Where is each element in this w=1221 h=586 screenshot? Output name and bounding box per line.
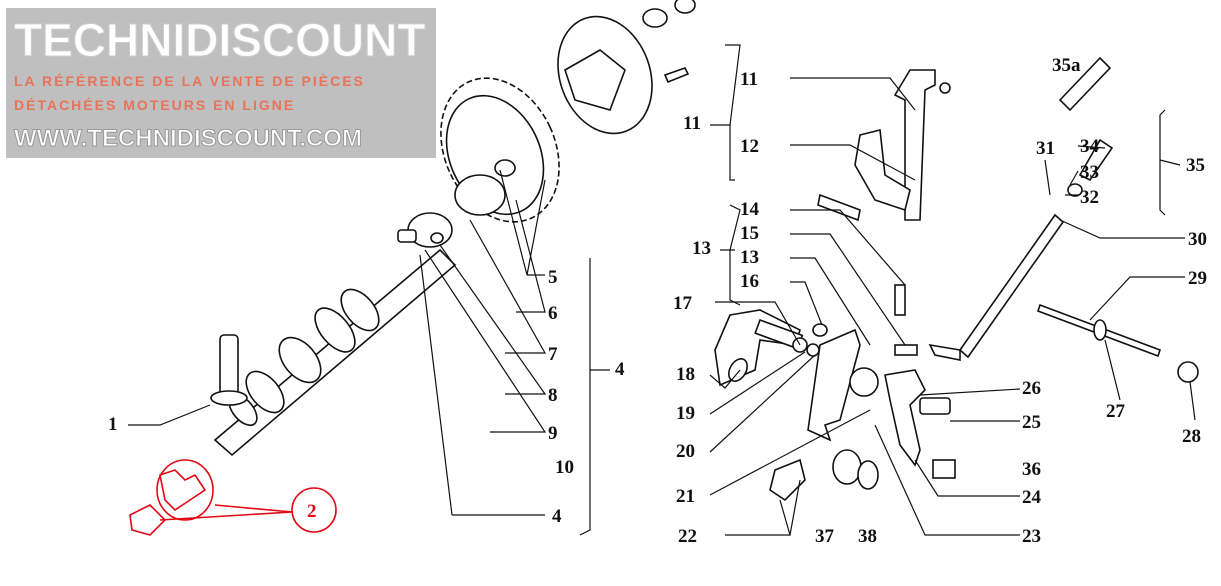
highlighted-part-2 <box>129 459 337 536</box>
label-32: 32 <box>1080 187 1099 208</box>
pad <box>932 459 956 479</box>
nut <box>1067 183 1083 197</box>
bolt <box>894 284 906 316</box>
governor-plate <box>557 0 696 135</box>
label-24: 24 <box>1022 487 1042 508</box>
watermark-url: WWW.TECHNIDISCOUNT.COM <box>14 125 362 152</box>
label-13: 13 <box>740 247 759 268</box>
label-27: 27 <box>1106 401 1126 422</box>
label-7: 7 <box>548 344 558 365</box>
circlip <box>857 460 879 490</box>
nut <box>1177 361 1199 383</box>
label-11: 11 <box>740 69 758 90</box>
key <box>397 229 417 243</box>
bracket-assembly <box>714 309 828 387</box>
label-18: 18 <box>676 364 695 385</box>
cam-gear <box>440 77 560 223</box>
lever <box>884 369 926 467</box>
label-21: 21 <box>676 486 695 507</box>
watermark-brand: TECHNIDISCOUNT <box>14 14 425 66</box>
washer <box>1093 319 1107 341</box>
label-25: 25 <box>1022 412 1041 433</box>
label-34: 34 <box>1080 136 1100 157</box>
tappet <box>210 334 248 406</box>
governor-lever <box>817 69 951 222</box>
label-37: 37 <box>815 526 835 547</box>
label-6: 6 <box>548 303 558 324</box>
label-35a: 35a <box>1052 55 1081 76</box>
label-8: 8 <box>548 385 558 406</box>
label-1: 1 <box>108 414 118 435</box>
screw <box>919 397 951 415</box>
label-16: 16 <box>740 271 759 292</box>
sleeve <box>1058 56 1112 112</box>
label-23: 23 <box>1022 526 1041 547</box>
watermark-line2: DÉTACHÉES MOTEURS EN LIGNE <box>14 97 295 113</box>
label-13: 13 <box>692 238 711 259</box>
label-10: 10 <box>555 457 574 478</box>
label-30: 30 <box>1188 229 1207 250</box>
label-22: 22 <box>678 526 697 547</box>
bolt <box>894 344 918 356</box>
plate <box>807 328 861 442</box>
label-15: 15 <box>740 223 759 244</box>
label-38: 38 <box>858 526 877 547</box>
label-4: 4 <box>552 506 562 527</box>
leader-lines <box>128 44 1196 536</box>
label-14: 14 <box>740 199 760 220</box>
label-2: 2 <box>307 501 317 522</box>
rod <box>958 213 1065 359</box>
label-26: 26 <box>1022 378 1041 399</box>
rod-end <box>928 343 961 361</box>
part-2-callout-circle <box>291 487 337 533</box>
watermark-line1: LA RÉFÉRENCE DE LA VENTE DE PIÈCES <box>14 73 365 89</box>
bolt <box>769 458 806 502</box>
knob <box>1078 138 1114 182</box>
ring <box>849 367 879 397</box>
label-35: 35 <box>1186 155 1205 176</box>
label-28: 28 <box>1182 426 1201 447</box>
label-33: 33 <box>1080 162 1099 183</box>
label-11: 11 <box>683 113 701 134</box>
watermark: TECHNIDISCOUNT LA RÉFÉRENCE DE LA VENTE … <box>6 8 436 158</box>
label-5: 5 <box>548 267 558 288</box>
watermark-band <box>6 8 436 158</box>
label-17: 17 <box>673 293 693 314</box>
label-29: 29 <box>1188 268 1207 289</box>
label-4: 4 <box>615 359 625 380</box>
washer-hole <box>430 232 444 244</box>
camshaft <box>213 248 457 457</box>
label-12: 12 <box>740 136 759 157</box>
washer <box>832 449 862 485</box>
label-19: 19 <box>676 403 695 424</box>
label-31: 31 <box>1036 138 1055 159</box>
label-36: 36 <box>1022 459 1041 480</box>
label-20: 20 <box>676 441 695 462</box>
label-9: 9 <box>548 423 558 444</box>
